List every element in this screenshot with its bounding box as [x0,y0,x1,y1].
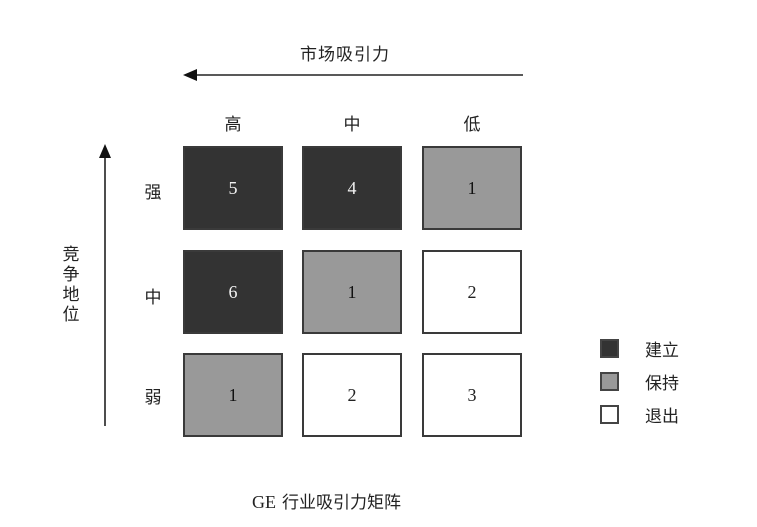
column-label-high: 高 [224,115,242,135]
y-axis-title-char: 地 [62,285,80,305]
matrix-cell-weak-high: 1 [183,353,283,437]
legend-swatch-gray [600,372,619,391]
up-arrow-icon [99,144,111,426]
cell-value: 1 [347,281,357,302]
y-axis-title-char: 争 [62,265,80,285]
matrix-cell-weak-mid: 2 [302,353,402,437]
y-axis-title-char: 竞 [62,245,80,265]
matrix-cell-mid-mid: 1 [302,250,402,334]
row-label-weak: 弱 [144,388,162,408]
legend-label: 建立 [645,341,679,361]
matrix-cell-mid-high: 6 [183,250,283,334]
matrix-cell-mid-low: 2 [422,250,522,334]
diagram-caption: GE 行业吸引力矩阵 [252,488,401,513]
row-label-mid: 中 [144,288,162,308]
matrix-cell-strong-low: 1 [422,146,522,230]
legend-item-exit: 退出 [600,402,679,427]
x-axis-title: 市场吸引力 [300,45,390,65]
cell-value: 1 [467,177,477,198]
left-arrow-icon [183,69,523,81]
column-label-mid: 中 [343,115,361,135]
cell-value: 2 [347,384,357,405]
y-axis-title-char: 位 [62,305,80,325]
caption-prefix: GE [252,492,276,512]
legend-label: 退出 [645,407,679,427]
matrix-cell-strong-high: 5 [183,146,283,230]
row-label-strong: 强 [144,183,162,203]
legend-swatch-white [600,405,619,424]
matrix-cell-weak-low: 3 [422,353,522,437]
cell-value: 1 [228,384,238,405]
cell-value: 2 [467,281,477,302]
column-label-low: 低 [463,115,481,135]
matrix-cell-strong-mid: 4 [302,146,402,230]
caption-text: 行业吸引力矩阵 [282,493,401,513]
cell-value: 6 [228,281,238,302]
y-axis-title: 竞 争 地 位 [60,245,82,325]
cell-value: 3 [467,384,477,405]
legend-item-hold: 保持 [600,369,679,394]
legend-label: 保持 [645,374,679,394]
legend-item-build: 建立 [600,336,679,361]
cell-value: 4 [347,177,357,198]
legend-swatch-dark [600,339,619,358]
cell-value: 5 [228,177,238,198]
